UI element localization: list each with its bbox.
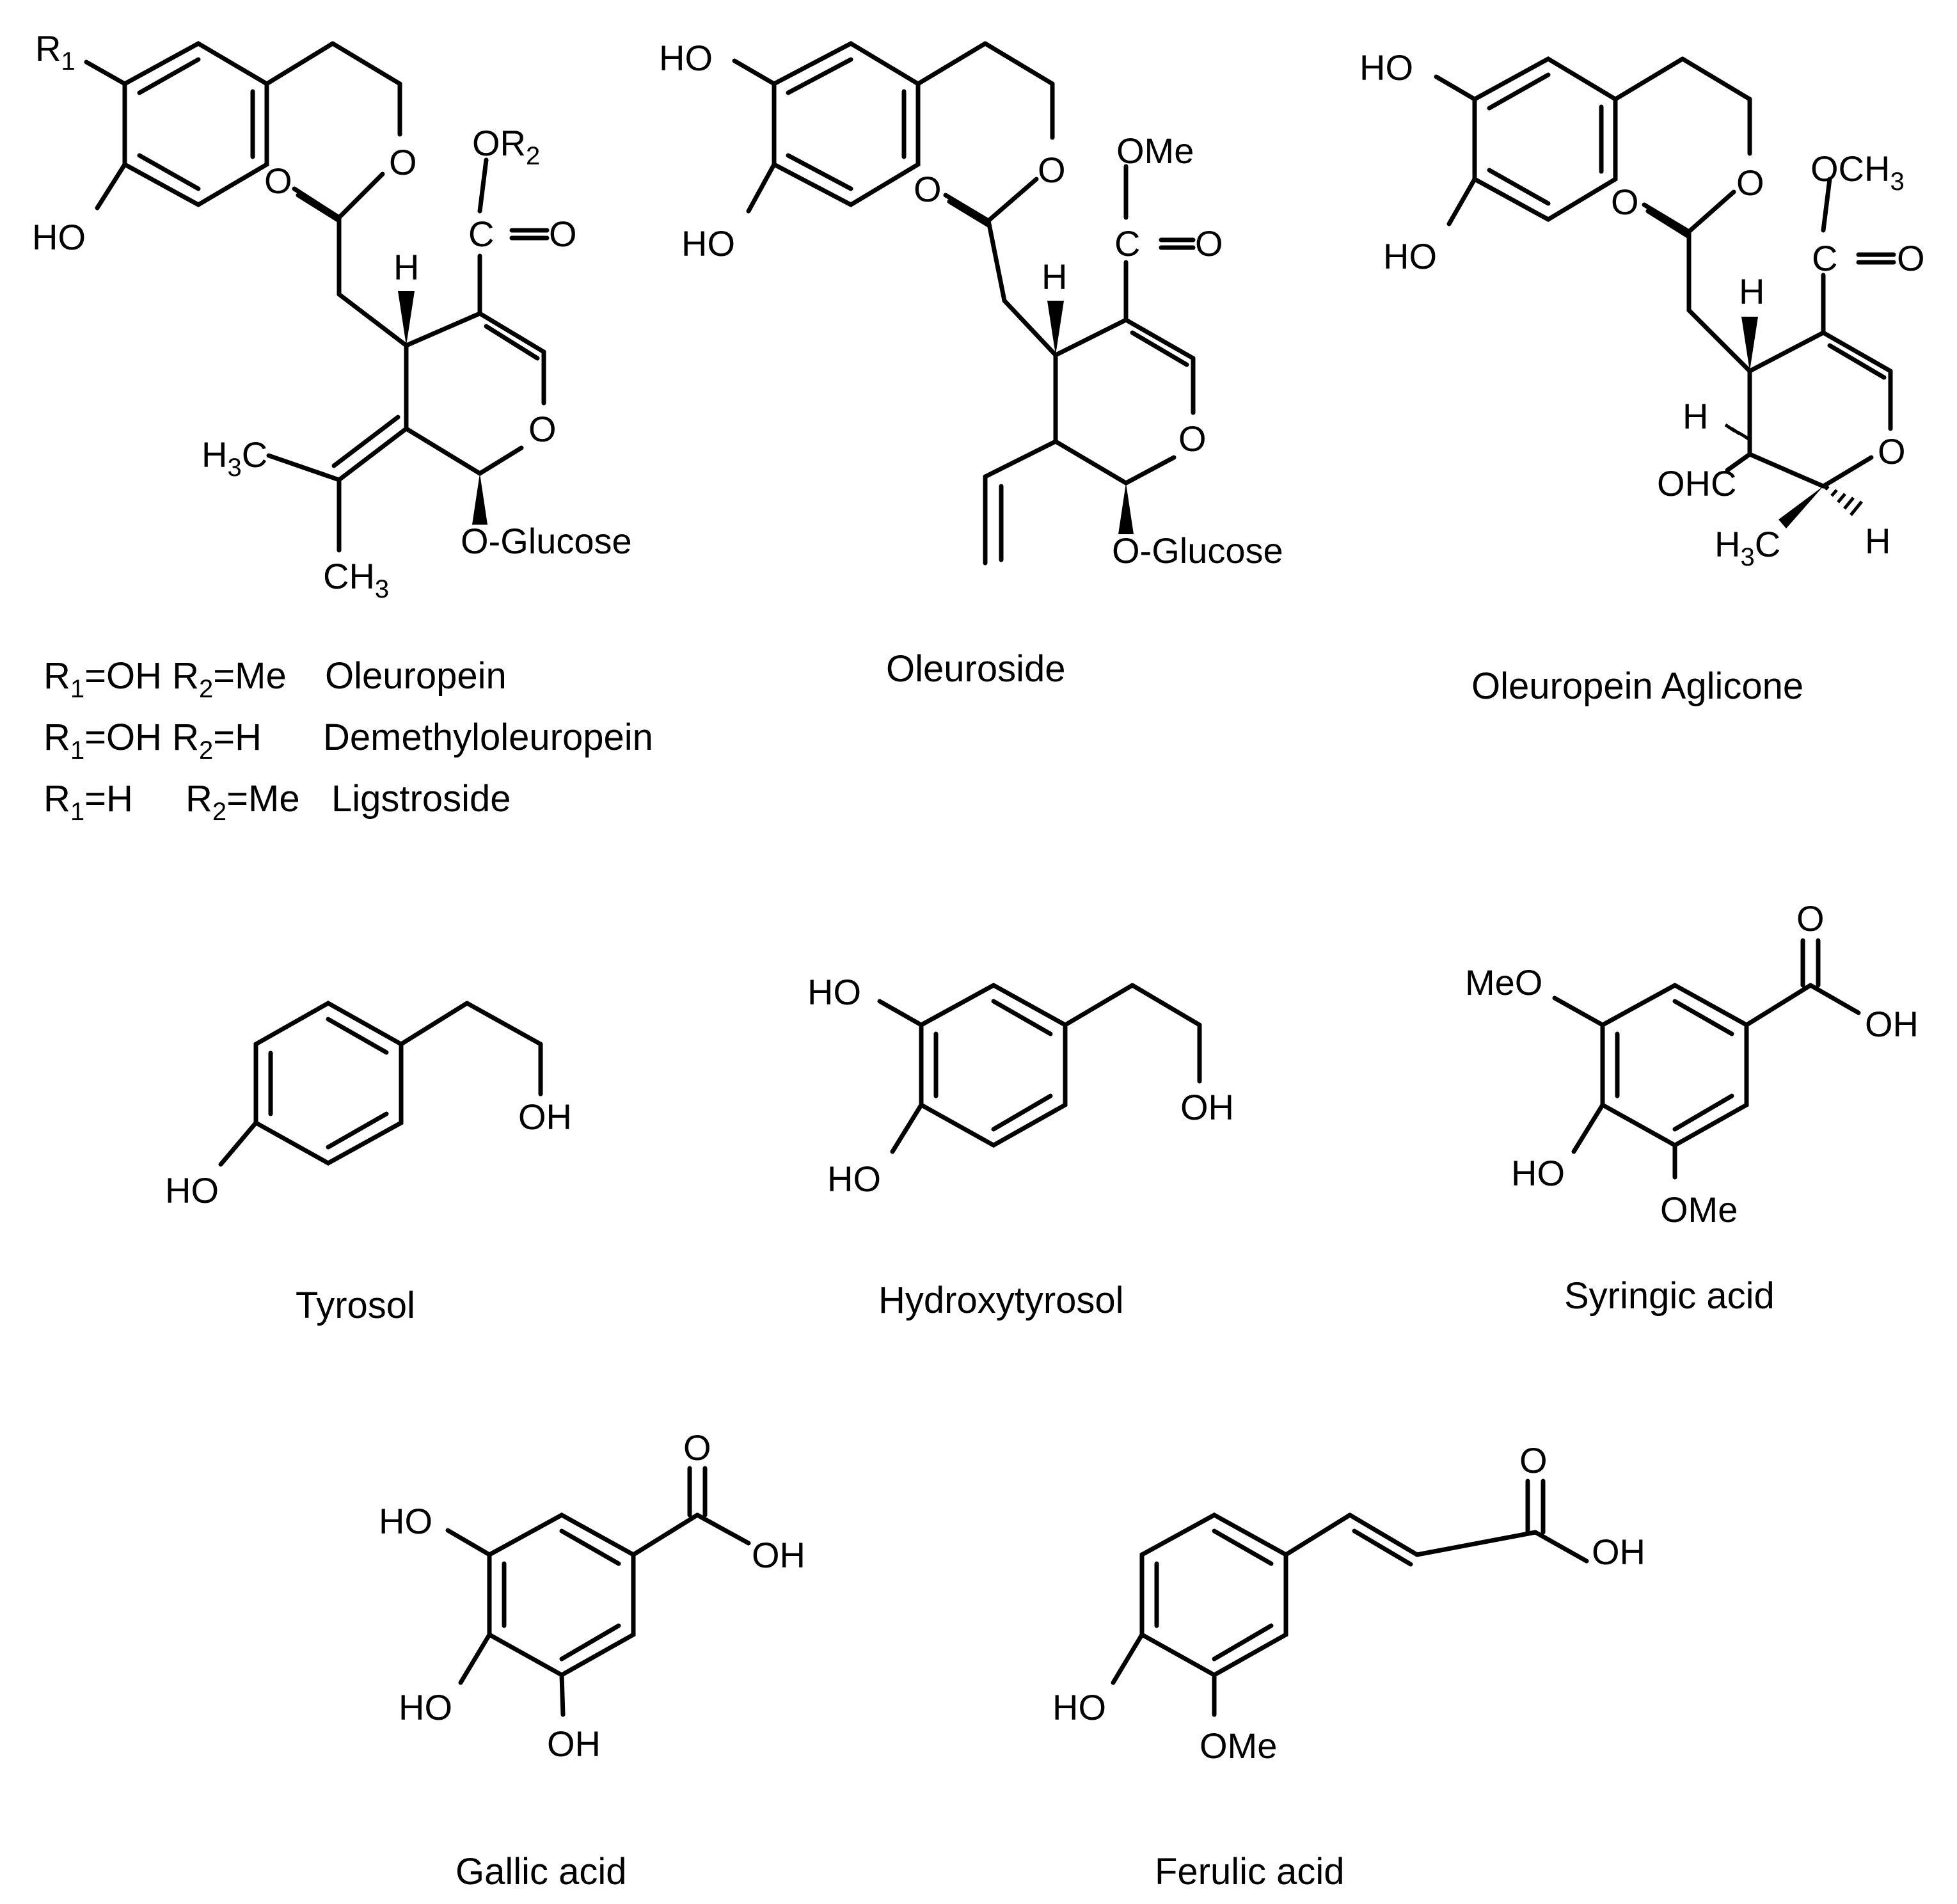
structure-syringic-acid: O OH MeO HO OMe Syringic acid bbox=[1465, 898, 1919, 1317]
atom-oh-2: OH bbox=[547, 1724, 601, 1764]
atom-ho: HO bbox=[32, 217, 86, 257]
atom-oh: OH bbox=[1592, 1532, 1645, 1572]
atom-o-pyran: O bbox=[1878, 431, 1906, 472]
atom-o-carbonyl: O bbox=[1611, 182, 1639, 222]
atom-oh: OH bbox=[518, 1097, 572, 1137]
atom-h3c: H3C bbox=[202, 434, 267, 482]
atom-ch3: CH3 bbox=[323, 556, 389, 603]
atom-ho-2: HO bbox=[1383, 236, 1437, 276]
atom-h-right: H bbox=[1865, 521, 1890, 561]
atom-ohc: OHC bbox=[1657, 463, 1736, 504]
structure-ferulic-acid: O OH HO OMe Ferulic acid bbox=[1052, 1440, 1645, 1892]
atom-ho: HO bbox=[1052, 1687, 1106, 1727]
atom-och3: OCH3 bbox=[1810, 148, 1905, 196]
atom-o-ring: O bbox=[1038, 150, 1066, 190]
atom-or2: OR2 bbox=[472, 123, 540, 170]
atom-o-glucose: O-Glucose bbox=[461, 521, 632, 561]
atom-oh: OH bbox=[752, 1535, 805, 1575]
caption-syringic-acid: Syringic acid bbox=[1564, 1275, 1775, 1317]
atom-ho: HO bbox=[1511, 1153, 1565, 1193]
atom-ho-2: HO bbox=[399, 1687, 452, 1727]
atom-ho-1: HO bbox=[659, 38, 713, 78]
atom-o-glucose: O-Glucose bbox=[1112, 530, 1283, 571]
atom-o: O bbox=[1796, 898, 1825, 939]
atom-ho-1: HO bbox=[379, 1501, 432, 1541]
atom-o-ester: O bbox=[1195, 223, 1223, 264]
atom-h3c: H3C bbox=[1715, 524, 1780, 571]
atom-meo: MeO bbox=[1465, 962, 1542, 1003]
caption-tyrosol: Tyrosol bbox=[296, 1285, 415, 1326]
atom-ome: OMe bbox=[1116, 131, 1194, 171]
caption-oleuroside: Oleuroside bbox=[886, 648, 1065, 690]
atom-h-left: H bbox=[1683, 396, 1708, 436]
atom-oh: OH bbox=[1180, 1087, 1234, 1127]
atom-o-pyran: O bbox=[1178, 418, 1207, 459]
atom-c-ester: C bbox=[468, 214, 494, 254]
atom-o-carbonyl: O bbox=[914, 169, 942, 209]
atom-r1: R1 bbox=[35, 28, 75, 75]
atom-o-ring: O bbox=[389, 142, 417, 182]
atom-ho-2: HO bbox=[827, 1159, 881, 1199]
atom-o-ester: O bbox=[549, 214, 577, 254]
structure-gallic-acid: O OH HO HO OH Gallic acid bbox=[379, 1427, 805, 1892]
atom-ho: HO bbox=[165, 1170, 219, 1210]
atom-o: O bbox=[1519, 1440, 1548, 1480]
atom-ho-1: HO bbox=[1359, 47, 1413, 88]
structure-oleuropein-family: R1 HO O O OR2 C O H O H3C CH3 O-Glucose bbox=[32, 28, 632, 603]
atom-c-ester: C bbox=[1114, 223, 1140, 264]
atom-o-carbonyl: O bbox=[264, 161, 292, 201]
atom-o: O bbox=[683, 1427, 711, 1468]
atom-oh: OH bbox=[1865, 1004, 1919, 1044]
structure-hydroxytyrosol: HO OH HO Hydroxytyrosol bbox=[807, 972, 1234, 1321]
caption-ferulic-acid: Ferulic acid bbox=[1155, 1851, 1345, 1892]
atom-ome: OMe bbox=[1200, 1726, 1277, 1766]
atom-ho-2: HO bbox=[681, 223, 735, 264]
structure-oleuroside: HO HO O O OMe C O H O O-Glucose Oleurosi… bbox=[659, 38, 1283, 690]
atom-ome: OMe bbox=[1660, 1189, 1738, 1230]
caption-hydroxytyrosol: Hydroxytyrosol bbox=[878, 1280, 1124, 1321]
atom-c-ester: C bbox=[1812, 238, 1837, 278]
structure-oleuropein-aglicone: HO HO O O OCH3 C O H H OHC O H3C H Oleur… bbox=[1359, 47, 1925, 707]
atom-h-top: H bbox=[1739, 271, 1764, 312]
caption-gallic-acid: Gallic acid bbox=[456, 1851, 627, 1892]
atom-o-ester: O bbox=[1897, 238, 1925, 278]
structure-tyrosol: OH HO Tyrosol bbox=[165, 1000, 572, 1326]
atom-ho-1: HO bbox=[807, 972, 861, 1012]
atom-o-pyran: O bbox=[528, 409, 557, 449]
caption-oleuropein-aglicone: Oleuropein Aglicone bbox=[1471, 665, 1803, 707]
atom-h: H bbox=[1042, 257, 1067, 297]
atom-h: H bbox=[393, 247, 419, 287]
atom-o-ring: O bbox=[1736, 163, 1764, 203]
